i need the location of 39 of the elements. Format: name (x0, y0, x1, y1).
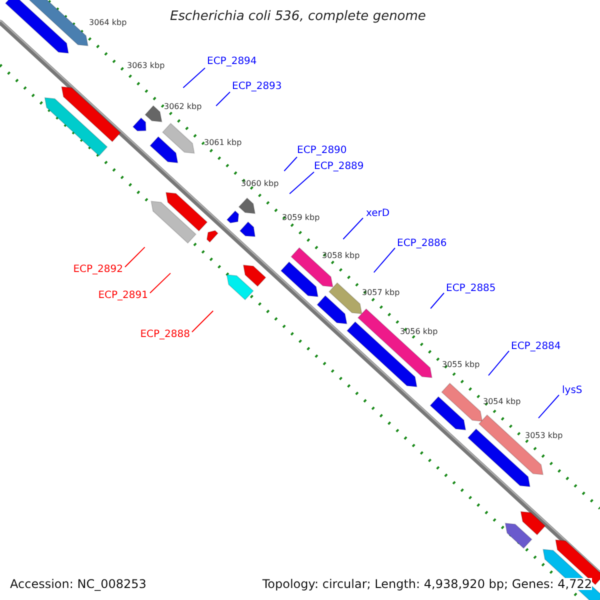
scale-label: 3057 kbp (362, 289, 400, 297)
scale-label: 3053 kbp (525, 432, 563, 440)
leader-line (216, 92, 230, 106)
scale-label: 3061 kbp (204, 139, 242, 147)
gene-label: ECP_2885 (446, 284, 496, 294)
scale-label: 3055 kbp (442, 361, 480, 369)
gene-label: ECP_2893 (232, 82, 282, 92)
leader-line (150, 272, 171, 294)
leader-line (182, 68, 206, 88)
gene-label: ECP_2891 (98, 291, 148, 301)
leader-line (430, 292, 444, 309)
gene-label: ECP_2889 (314, 162, 364, 172)
accession-text: Accession: NC_008253 (10, 578, 146, 590)
gene-label: lysS (562, 386, 582, 396)
scale-label: 3056 kbp (400, 328, 438, 336)
leader-line (192, 310, 214, 332)
leader-line (538, 394, 560, 419)
scale-label: 3063 kbp (127, 62, 165, 70)
leader-line (289, 172, 314, 194)
leader-line (488, 350, 510, 376)
leader-line (342, 218, 364, 240)
scale-label: 3062 kbp (164, 103, 202, 111)
scale-label: 3060 kbp (241, 180, 279, 188)
scale-label: 3058 kbp (322, 252, 360, 260)
gene-label: ECP_2890 (297, 146, 347, 156)
scale-label: 3054 kbp (483, 398, 521, 406)
gene-label: ECP_2884 (511, 342, 561, 352)
gene-label: ECP_2886 (397, 239, 447, 249)
map-title: Escherichia coli 536, complete genome (170, 10, 426, 23)
leader-line (373, 248, 396, 273)
leader-line (124, 246, 146, 268)
gene-label: xerD (366, 209, 390, 219)
gene-label: ECP_2892 (73, 265, 123, 275)
gene-label: ECP_2888 (140, 330, 190, 340)
genome-info-text: Topology: circular; Length: 4,938,920 bp; Genes: 4,722 (262, 578, 592, 590)
gene-label: ECP_2894 (207, 57, 257, 67)
leader-line (284, 156, 298, 172)
scale-label: 3064 kbp (89, 19, 127, 27)
scale-label: 3059 kbp (282, 214, 320, 222)
